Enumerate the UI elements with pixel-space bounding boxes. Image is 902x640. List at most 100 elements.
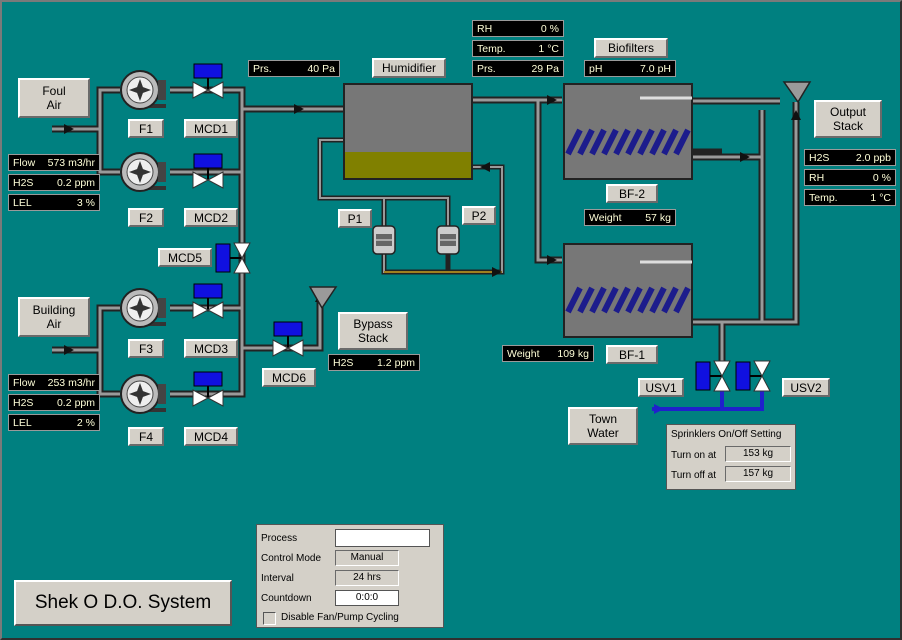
turn-on-value[interactable]: 153 kg bbox=[725, 446, 791, 462]
biofilters-label: Biofilters bbox=[594, 38, 668, 58]
bf1-text: BF-1 bbox=[618, 347, 645, 362]
usv1-label[interactable]: USV1 bbox=[638, 378, 684, 397]
mcd4-label[interactable]: MCD4 bbox=[184, 427, 238, 446]
humidifier-label: Humidifier bbox=[372, 58, 446, 78]
p1-text: P1 bbox=[347, 211, 363, 226]
readout-unit: ppm bbox=[394, 356, 415, 369]
mcd6-label[interactable]: MCD6 bbox=[262, 368, 316, 387]
countdown-value: 0:0:0 bbox=[335, 590, 399, 606]
mcd5-label[interactable]: MCD5 bbox=[158, 248, 212, 267]
readout-label: Flow bbox=[13, 156, 36, 169]
readout-value: 57 bbox=[645, 211, 657, 224]
countdown-label: Countdown bbox=[261, 593, 312, 604]
f4-label[interactable]: F4 bbox=[128, 427, 164, 446]
f2-label[interactable]: F2 bbox=[128, 208, 164, 227]
mcd2-label[interactable]: MCD2 bbox=[184, 208, 238, 227]
f3-label[interactable]: F3 bbox=[128, 339, 164, 358]
mcd3-label[interactable]: MCD3 bbox=[184, 339, 238, 358]
pump-p2[interactable] bbox=[436, 225, 460, 255]
p1-label[interactable]: P1 bbox=[338, 209, 372, 228]
town-water-label: Town Water bbox=[568, 407, 638, 445]
damper-mcd6[interactable] bbox=[272, 321, 304, 357]
readout-unit: Pa bbox=[546, 62, 559, 75]
f2-text: F2 bbox=[138, 210, 153, 225]
disable-cycling-checkbox[interactable] bbox=[263, 612, 276, 625]
usv2-text: USV2 bbox=[790, 380, 822, 395]
readout-unit: % bbox=[85, 416, 95, 429]
damper-mcd2[interactable] bbox=[192, 153, 224, 189]
building-air-label: Building Air bbox=[18, 297, 90, 337]
readout-value: 2.0 bbox=[855, 151, 871, 164]
readout-label: LEL bbox=[13, 416, 32, 429]
valve-usv2[interactable] bbox=[735, 360, 771, 392]
interval-label: Interval bbox=[261, 573, 294, 584]
damper-mcd3[interactable] bbox=[192, 283, 224, 319]
output-temp-readout: Temp.1°C bbox=[804, 189, 896, 206]
damper-mcd1[interactable] bbox=[192, 63, 224, 99]
readout-unit: % bbox=[881, 171, 891, 184]
readout-label: Prs. bbox=[477, 62, 496, 75]
fan-f3[interactable] bbox=[120, 288, 166, 328]
turn-off-value[interactable]: 157 kg bbox=[725, 466, 791, 482]
bf2-text: BF-2 bbox=[618, 186, 645, 201]
process-field[interactable] bbox=[335, 529, 430, 547]
bypass-stack-text: Bypass Stack bbox=[353, 317, 393, 345]
readout-label: RH bbox=[477, 22, 493, 35]
damper-mcd4[interactable] bbox=[192, 371, 224, 407]
interval-value[interactable]: 24 hrs bbox=[335, 570, 399, 586]
building-air-text: Building Air bbox=[32, 303, 76, 331]
readout-label: Weight bbox=[589, 211, 622, 224]
biofilter-bf1 bbox=[563, 243, 693, 338]
output-stack-funnel bbox=[782, 81, 812, 104]
readout-label: LEL bbox=[13, 196, 32, 209]
p2-label[interactable]: P2 bbox=[462, 206, 496, 225]
damper-mcd5[interactable] bbox=[215, 242, 251, 274]
biofilters-text: Biofilters bbox=[607, 41, 654, 55]
mcd2-text: MCD2 bbox=[193, 210, 228, 225]
readout-label: Temp. bbox=[809, 191, 838, 204]
readout-value: 7.0 bbox=[639, 62, 655, 75]
readout-label: Weight bbox=[507, 347, 540, 360]
readout-label: H2S bbox=[13, 176, 34, 189]
mcd4-text: MCD4 bbox=[193, 429, 228, 444]
mcd1-text: MCD1 bbox=[193, 121, 228, 136]
turn-on-label: Turn on at bbox=[671, 450, 717, 461]
sprinklers-panel: Sprinklers On/Off Setting Turn on at 153… bbox=[666, 424, 796, 490]
system-title: Shek O D.O. System bbox=[14, 580, 232, 626]
readout-label: H2S bbox=[13, 396, 34, 409]
readout-value: 0 bbox=[540, 22, 547, 35]
fan-f1[interactable] bbox=[120, 70, 166, 110]
bypass-stack-label: Bypass Stack bbox=[338, 312, 408, 350]
valve-usv1[interactable] bbox=[695, 360, 731, 392]
readout-value: 1 bbox=[538, 42, 545, 55]
bf1-label[interactable]: BF-1 bbox=[606, 345, 658, 364]
f1-label[interactable]: F1 bbox=[128, 119, 164, 138]
bypass-stack-funnel bbox=[308, 286, 338, 310]
fan-f4[interactable] bbox=[120, 374, 166, 414]
control-mode-value[interactable]: Manual bbox=[335, 550, 399, 566]
mcd1-label[interactable]: MCD1 bbox=[184, 119, 238, 138]
readout-value: 29 bbox=[531, 62, 544, 75]
turn-off-label: Turn off at bbox=[671, 470, 717, 481]
readout-value: 3 bbox=[76, 196, 83, 209]
pump-p1[interactable] bbox=[372, 225, 396, 255]
readout-value: 0.2 bbox=[56, 396, 72, 409]
readout-label: H2S bbox=[809, 151, 830, 164]
humidifier-temp-readout: Temp.1°C bbox=[472, 40, 564, 57]
readout-value: 0.2 bbox=[56, 176, 72, 189]
readout-value: 1 bbox=[870, 191, 877, 204]
fan-f2[interactable] bbox=[120, 152, 166, 192]
usv2-label[interactable]: USV2 bbox=[782, 378, 830, 397]
bf2-label[interactable]: BF-2 bbox=[606, 184, 658, 203]
humidifier-tank bbox=[343, 83, 473, 180]
mcd6-text: MCD6 bbox=[271, 370, 306, 385]
